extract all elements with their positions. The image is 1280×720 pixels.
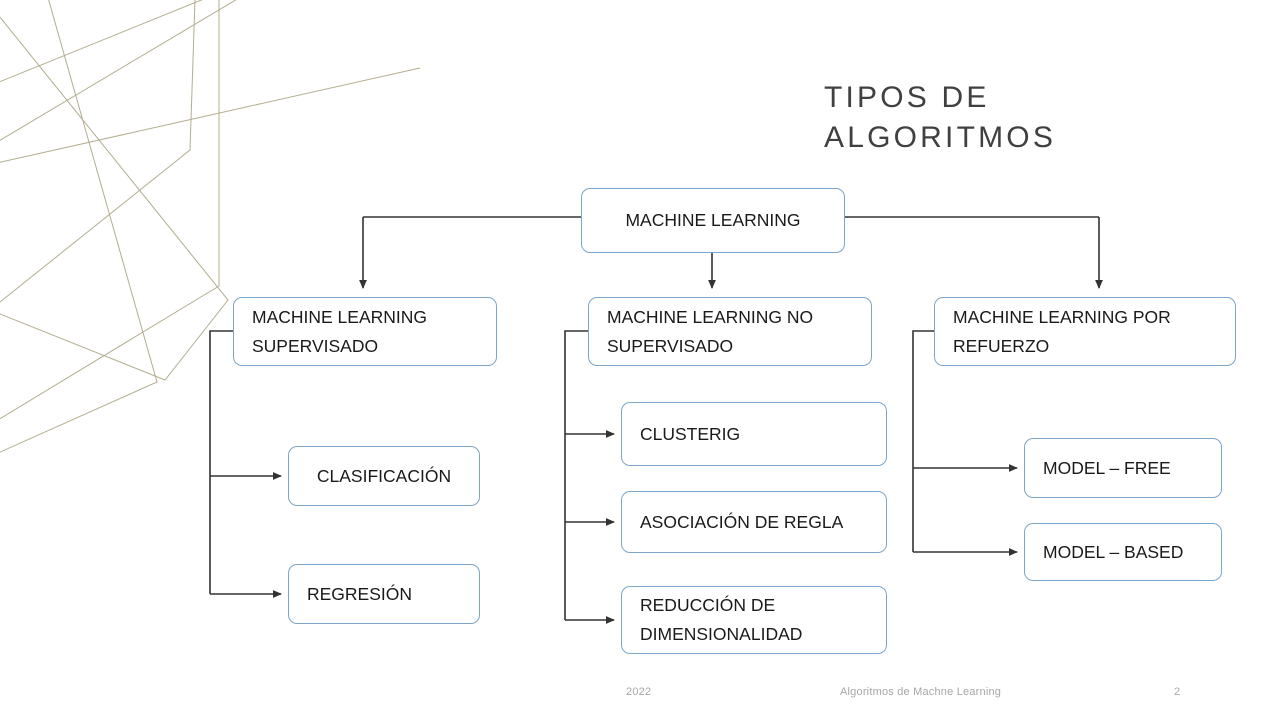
deco-polyline-1 (0, 0, 158, 453)
node-model-based[interactable]: MODEL – BASED (1024, 523, 1222, 581)
node-machine-learning-supervisado[interactable]: MACHINE LEARNING SUPERVISADO (233, 297, 497, 366)
node-clasificacion[interactable]: CLASIFICACIÓN (288, 446, 480, 506)
deco-polyline-6 (0, 67, 421, 163)
node-machine-learning-por-refuerzo[interactable]: MACHINE LEARNING POR REFUERZO (934, 297, 1236, 366)
node-model-free[interactable]: MODEL – FREE (1024, 438, 1222, 498)
deco-polyline-5 (0, 0, 203, 83)
deco-polyline-2 (0, 0, 196, 303)
connector-unsupervised-bracket (564, 330, 588, 620)
footer-year: 2022 (626, 686, 652, 698)
node-asociacion-de-regla[interactable]: ASOCIACIÓN DE REGLA (621, 491, 887, 553)
page-title: TIPOS DE ALGORITMOS (824, 81, 1057, 154)
connector-reinforcement-bracket (912, 330, 934, 552)
deco-polyline-7 (0, 16, 229, 381)
footer-subject: Algoritmos de Machne Learning (840, 686, 1002, 698)
node-machine-learning[interactable]: MACHINE LEARNING (581, 188, 845, 253)
deco-polyline-3 (0, 0, 237, 141)
node-clusterig[interactable]: CLUSTERIG (621, 402, 887, 466)
node-reduccion-de-dimensionalidad[interactable]: REDUCCIÓN DE DIMENSIONALIDAD (621, 586, 887, 654)
node-regresion[interactable]: REGRESIÓN (288, 564, 480, 624)
footer-page-number: 2 (1174, 686, 1181, 698)
deco-polyline-4 (0, 0, 220, 420)
connector-supervised-bracket (209, 330, 233, 594)
node-machine-learning-no-supervisado[interactable]: MACHINE LEARNING NO SUPERVISADO (588, 297, 872, 366)
